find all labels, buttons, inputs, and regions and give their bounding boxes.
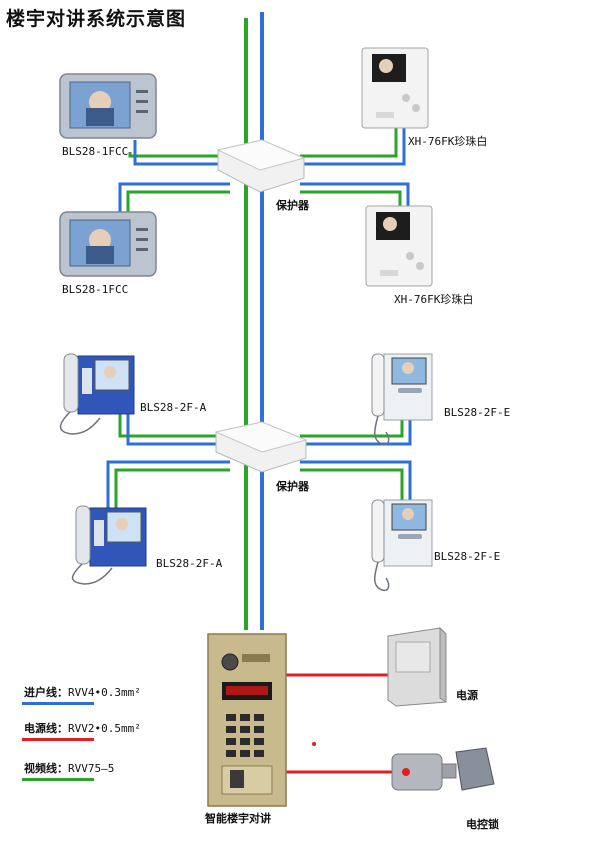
handset-e1-label: BLS28-2F-E — [444, 406, 511, 419]
door-station-panel — [207, 633, 287, 807]
protector-box-lower — [214, 421, 308, 473]
legend-video-name: 视频线： — [24, 762, 68, 775]
page-title: 楼宇对讲系统示意图 — [6, 8, 187, 30]
handset-unit-a-2 — [71, 505, 147, 585]
door-station-label: 智能楼宇对讲 — [205, 812, 271, 825]
protector-2-label: 保护器 — [276, 480, 309, 493]
legend-power-name: 电源线： — [24, 722, 68, 735]
indoor-phone-white-2 — [365, 205, 433, 287]
protector-1-label: 保护器 — [276, 199, 309, 212]
phone-2-label: XH-76FK珍珠白 — [394, 293, 474, 306]
monitor-2-label: BLS28-1FCC — [62, 283, 129, 296]
monitor-1-label: BLS28-1FCC — [62, 145, 129, 158]
handset-unit-a-1 — [59, 353, 135, 435]
handset-unit-e-2 — [371, 499, 433, 592]
handset-a2-label: BLS28-2F-A — [156, 557, 223, 570]
upper-branch-lines — [118, 126, 410, 212]
lock-label: 电控锁 — [466, 818, 499, 831]
protector-box-upper — [216, 139, 306, 193]
legend-video-spec: RVV75—5 — [68, 762, 115, 775]
riser-lines — [244, 12, 264, 630]
phone-1-label: XH-76FK珍珠白 — [408, 135, 488, 148]
electric-lock — [391, 747, 495, 791]
indoor-monitor-2 — [59, 211, 157, 277]
legend-video-swatch — [22, 778, 94, 781]
handset-unit-e-1 — [371, 353, 433, 446]
handset-e2-label: BLS28-2F-E — [434, 550, 501, 563]
power-supply-label: 电源 — [456, 689, 478, 702]
power-lines — [286, 673, 392, 774]
legend-entry-signal: 进户线：RVV4•0.3mm² — [24, 684, 141, 700]
indoor-monitor-1 — [59, 73, 157, 139]
legend-entry-power: 电源线：RVV2•0.5mm² — [24, 720, 141, 736]
handset-a1-label: BLS28-2F-A — [140, 401, 207, 414]
legend-power-swatch — [22, 738, 94, 741]
legend-power-spec: RVV2•0.5mm² — [68, 722, 141, 735]
legend-entry-video: 视频线：RVV75—5 — [24, 760, 114, 776]
legend-signal-swatch — [22, 702, 94, 705]
legend-signal-spec: RVV4•0.3mm² — [68, 686, 141, 699]
indoor-phone-white-1 — [361, 47, 429, 129]
power-supply-box — [387, 626, 447, 707]
legend-signal-name: 进户线： — [24, 686, 68, 699]
